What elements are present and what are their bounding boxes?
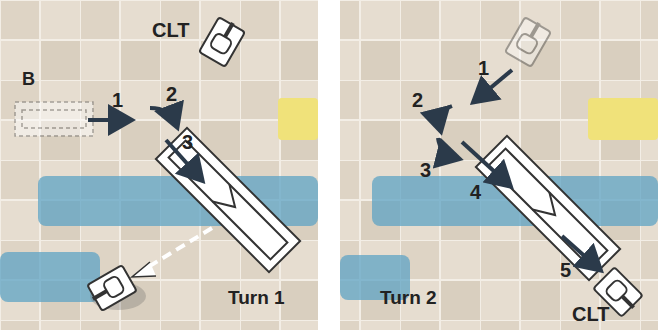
callout-number: 1 xyxy=(112,90,123,110)
callout-number: 1 xyxy=(478,58,489,78)
callout-number: 5 xyxy=(560,260,571,280)
unit-label: B xyxy=(22,70,35,88)
callout-number: 3 xyxy=(182,132,193,152)
unit-label: Turn 2 xyxy=(380,288,437,307)
callout-number: 3 xyxy=(420,160,431,180)
unit-label: CLT xyxy=(572,304,609,324)
callout-number: 2 xyxy=(166,84,177,104)
callout-number: 2 xyxy=(412,90,423,110)
callout-number: 4 xyxy=(470,182,481,202)
unit-label: Turn 1 xyxy=(228,288,285,307)
unit-label: CLT xyxy=(152,20,189,40)
